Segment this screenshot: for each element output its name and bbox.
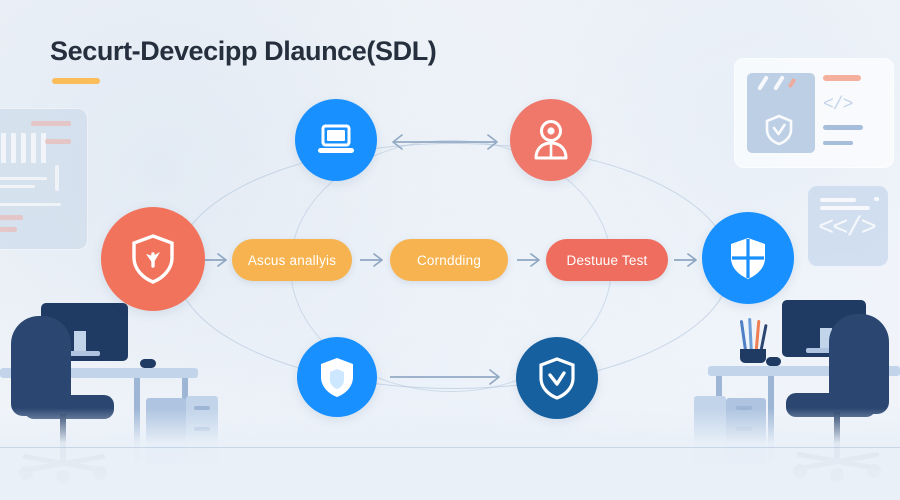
laptop-icon <box>314 120 358 160</box>
page-title: Securt-Devecipp Dlaunce(SDL) <box>50 36 437 66</box>
node-shield-check[interactable] <box>516 337 598 419</box>
connector-bottom <box>388 368 510 386</box>
shield-check-icon <box>536 355 578 401</box>
node-shield-solid[interactable] <box>297 337 377 417</box>
shield-cross-icon <box>725 234 771 282</box>
code-snippet-panel: <</> <box>808 186 888 266</box>
shield-check-icon <box>128 232 178 286</box>
shield-icon <box>765 114 793 146</box>
connector-top <box>382 133 508 151</box>
stage-ascus-anallyis[interactable]: Ascus anallyis <box>232 239 352 281</box>
title-accent-underline <box>52 78 100 84</box>
stage-label: Ascus anallyis <box>247 252 337 268</box>
stage-label: Destuue Test <box>566 252 648 268</box>
connector-stage-1 <box>203 252 231 268</box>
connector-stage-2 <box>359 252 387 268</box>
node-user[interactable] <box>510 99 592 181</box>
floor-plane <box>0 408 900 500</box>
analytics-card <box>0 108 88 250</box>
connector-stage-3 <box>516 252 544 268</box>
user-icon <box>530 118 572 162</box>
node-shield-left[interactable] <box>101 207 205 311</box>
stage-destuue-test[interactable]: Destuue Test <box>546 239 668 281</box>
node-laptop[interactable] <box>295 99 377 181</box>
shield-solid-icon <box>317 355 357 399</box>
security-preview-card: </> <box>734 58 894 168</box>
stage-label: Corndding <box>416 252 482 268</box>
node-shield-cross[interactable] <box>702 212 794 304</box>
connector-stage-4 <box>673 252 701 268</box>
floor-line <box>0 447 900 448</box>
stage-corndding[interactable]: Corndding <box>390 239 508 281</box>
